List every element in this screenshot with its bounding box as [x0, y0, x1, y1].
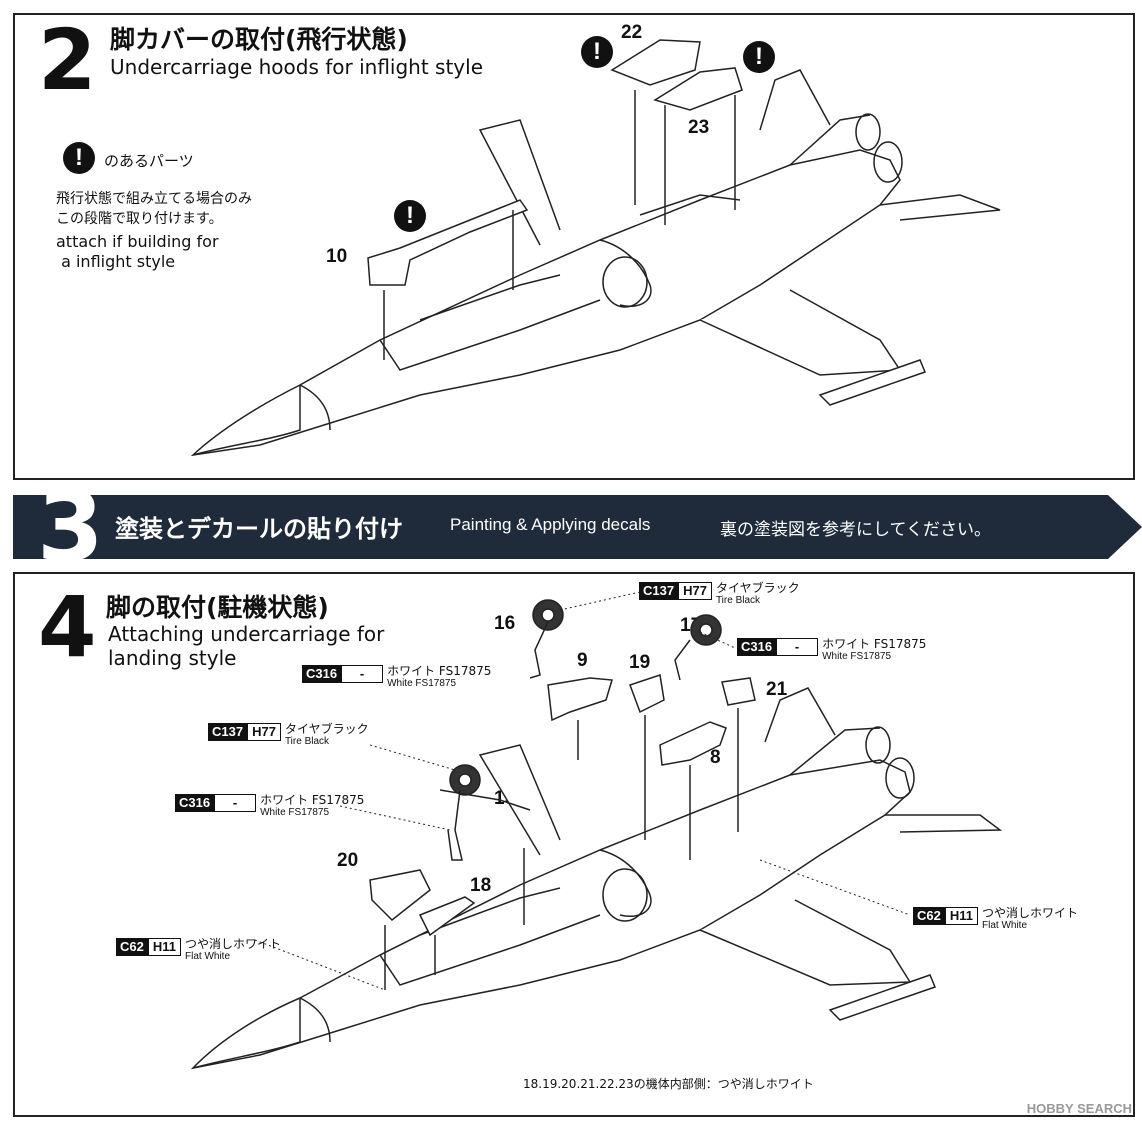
- paint-name-jp: ホワイト FS17875: [260, 793, 365, 807]
- part-label-8: 8: [710, 747, 721, 768]
- part-label-23: 23: [688, 117, 710, 138]
- paint-code-2: H11: [944, 907, 978, 925]
- step-4-title-en-line1: Attaching undercarriage for: [108, 622, 385, 646]
- step-2-title-en: Undercarriage hoods for inflight style: [110, 55, 484, 79]
- paint-code: C62: [913, 907, 945, 925]
- step-2-number: 2: [38, 11, 96, 109]
- step-3-title-jp: 塗装とデカールの貼り付け: [115, 515, 403, 543]
- paint-code: C316: [175, 794, 215, 812]
- step-4-number: 4: [38, 578, 96, 676]
- step-4-title-en-line2: landing style: [108, 646, 237, 670]
- paint-name-jp: ホワイト FS17875: [822, 637, 927, 651]
- paint-code-2: H77: [678, 582, 712, 600]
- paint-name-en: White FS17875: [822, 651, 892, 662]
- paint-code: C137: [208, 723, 248, 741]
- banner-background: [13, 495, 1142, 559]
- paint-name-jp: タイヤブラック: [284, 722, 369, 736]
- paint-code: C316: [302, 665, 342, 683]
- warning-icon-part-23: !: [743, 41, 775, 73]
- paint-name-en: White FS17875: [387, 678, 457, 689]
- note-en-line2: a inflight style: [56, 252, 176, 271]
- warning-legend-label: のあるパーツ: [104, 152, 194, 170]
- paint-code-2: H11: [147, 938, 181, 956]
- step-4-title-jp: 脚の取付(駐機状態): [106, 593, 329, 622]
- note-jp-line2: この段階で取り付けます。: [56, 211, 223, 227]
- paint-name-en: Flat White: [982, 920, 1028, 931]
- paint-name-en: White FS17875: [260, 807, 330, 818]
- paint-name-jp: ホワイト FS17875: [387, 664, 492, 678]
- paint-code: C62: [116, 938, 148, 956]
- step-4-panel: [13, 572, 1135, 1117]
- warning-icon-part-22: !: [581, 36, 613, 68]
- warning-icon: !: [63, 142, 95, 174]
- part-label-16: 16: [494, 613, 516, 634]
- paint-code-2: -: [214, 794, 257, 812]
- paint-name-jp: つや消しホワイト: [982, 906, 1079, 920]
- paint-name-jp: つや消しホワイト: [185, 937, 282, 951]
- step-3-title-en: Painting & Applying decals: [450, 515, 651, 534]
- paint-name-en: Tire Black: [284, 736, 330, 747]
- paint-name-en: Flat White: [185, 951, 231, 962]
- step-3-number: 3: [37, 471, 104, 583]
- part-label-20: 20: [337, 850, 359, 871]
- interior-paint-note: 18.19.20.21.22.23の機体内部側：つや消しホワイト: [523, 1077, 814, 1091]
- paint-code: C316: [737, 638, 777, 656]
- part-label-9: 9: [577, 650, 588, 671]
- paint-name-jp: タイヤブラック: [715, 581, 800, 595]
- step-3-note-jp: 裏の塗装図を参考にしてください。: [720, 520, 991, 540]
- step-2-title-jp: 脚カバーの取付(飛行状態): [110, 25, 408, 54]
- hobby-search-watermark: HOBBY SEARCH: [1026, 1101, 1132, 1116]
- part-label-22: 22: [621, 22, 643, 43]
- paint-code-2: H77: [247, 723, 281, 741]
- step-3-banner: 3 塗装とデカールの貼り付け Painting & Applying decal…: [13, 479, 1142, 575]
- paint-code: C137: [639, 582, 679, 600]
- part-label-21: 21: [766, 679, 788, 700]
- part-label-18: 18: [470, 875, 492, 896]
- step-2-panel: [13, 13, 1135, 480]
- note-jp-line1: 飛行状態で組み立てる場合のみ: [56, 191, 252, 207]
- part-label-10: 10: [326, 246, 348, 267]
- step-2-aircraft-illustration: [190, 39, 1001, 457]
- warning-icon-part-10: !: [394, 200, 426, 232]
- paint-name-en: Tire Black: [715, 595, 761, 606]
- paint-code-2: -: [341, 665, 384, 683]
- note-en-line1: attach if building for: [56, 232, 219, 251]
- paint-code-2: -: [776, 638, 819, 656]
- part-label-19: 19: [629, 652, 651, 673]
